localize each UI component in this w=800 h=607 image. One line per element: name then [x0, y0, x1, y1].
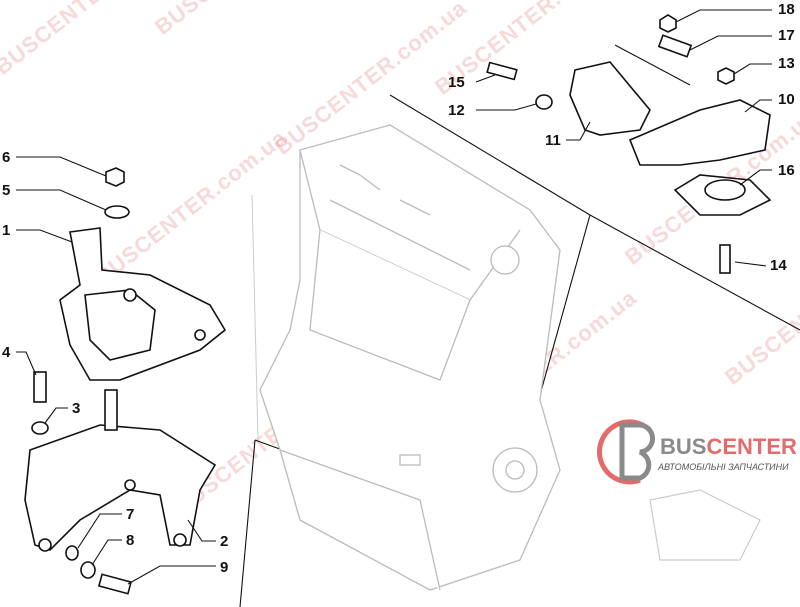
- callout-12: 12: [448, 102, 465, 119]
- nut-part-3: [31, 421, 49, 435]
- bolt-part-9: [97, 573, 133, 595]
- callout-8: 8: [126, 532, 134, 549]
- washer-part-8: [80, 561, 96, 579]
- callout-3: 3: [72, 400, 80, 417]
- nut-part-18: [659, 14, 677, 33]
- logo-subtitle: АВТОМОБІЛЬНІ ЗАПЧАСТИНИ: [658, 462, 789, 472]
- callout-10: 10: [778, 91, 795, 108]
- callout-17: 17: [778, 27, 795, 44]
- engine-block: [259, 124, 561, 591]
- engine-mount-part-1: [59, 227, 227, 381]
- bolt-part-14: [719, 244, 731, 274]
- callout-2: 2: [220, 533, 228, 550]
- small-parts-right: [486, 14, 772, 274]
- callout-13: 13: [778, 55, 795, 72]
- nut-part-12: [535, 94, 553, 110]
- leader-lines: [16, 9, 772, 585]
- callout-18: 18: [778, 1, 795, 18]
- bracket-part-11: [569, 61, 651, 136]
- bracket-part-2: [24, 389, 217, 552]
- washer-part-5: [104, 205, 130, 219]
- ring-part-7: [65, 545, 79, 561]
- callout-5: 5: [2, 182, 10, 199]
- buscenter-logo: BUSCENTER АВТОМОБІЛЬНІ ЗАПЧАСТИНИ: [612, 420, 797, 490]
- callout-14: 14: [770, 257, 787, 274]
- logo-mark: [597, 419, 761, 561]
- callout-9: 9: [220, 559, 228, 576]
- bolt-part-17: [657, 34, 693, 58]
- mount-part-10: [628, 99, 771, 166]
- nut-part-6: [105, 167, 125, 187]
- callout-16: 16: [778, 162, 795, 179]
- small-parts-left: [31, 167, 133, 595]
- callout-15: 15: [448, 74, 465, 91]
- bolt-part-15: [486, 61, 518, 81]
- callout-7: 7: [126, 506, 134, 523]
- logo-brand-bus: BUS: [660, 434, 707, 459]
- bolt-part-4: [33, 371, 47, 403]
- callout-1: 1: [2, 222, 10, 239]
- callout-4: 4: [2, 344, 11, 361]
- callout-6: 6: [2, 149, 10, 166]
- logo-brand-center: CENTER: [706, 434, 797, 459]
- callout-labels: 18 17 13 10 16 14 15 12 11 6 5 1 4 3 2 7…: [2, 1, 795, 576]
- nut-part-13: [717, 67, 735, 85]
- callout-11: 11: [545, 132, 561, 149]
